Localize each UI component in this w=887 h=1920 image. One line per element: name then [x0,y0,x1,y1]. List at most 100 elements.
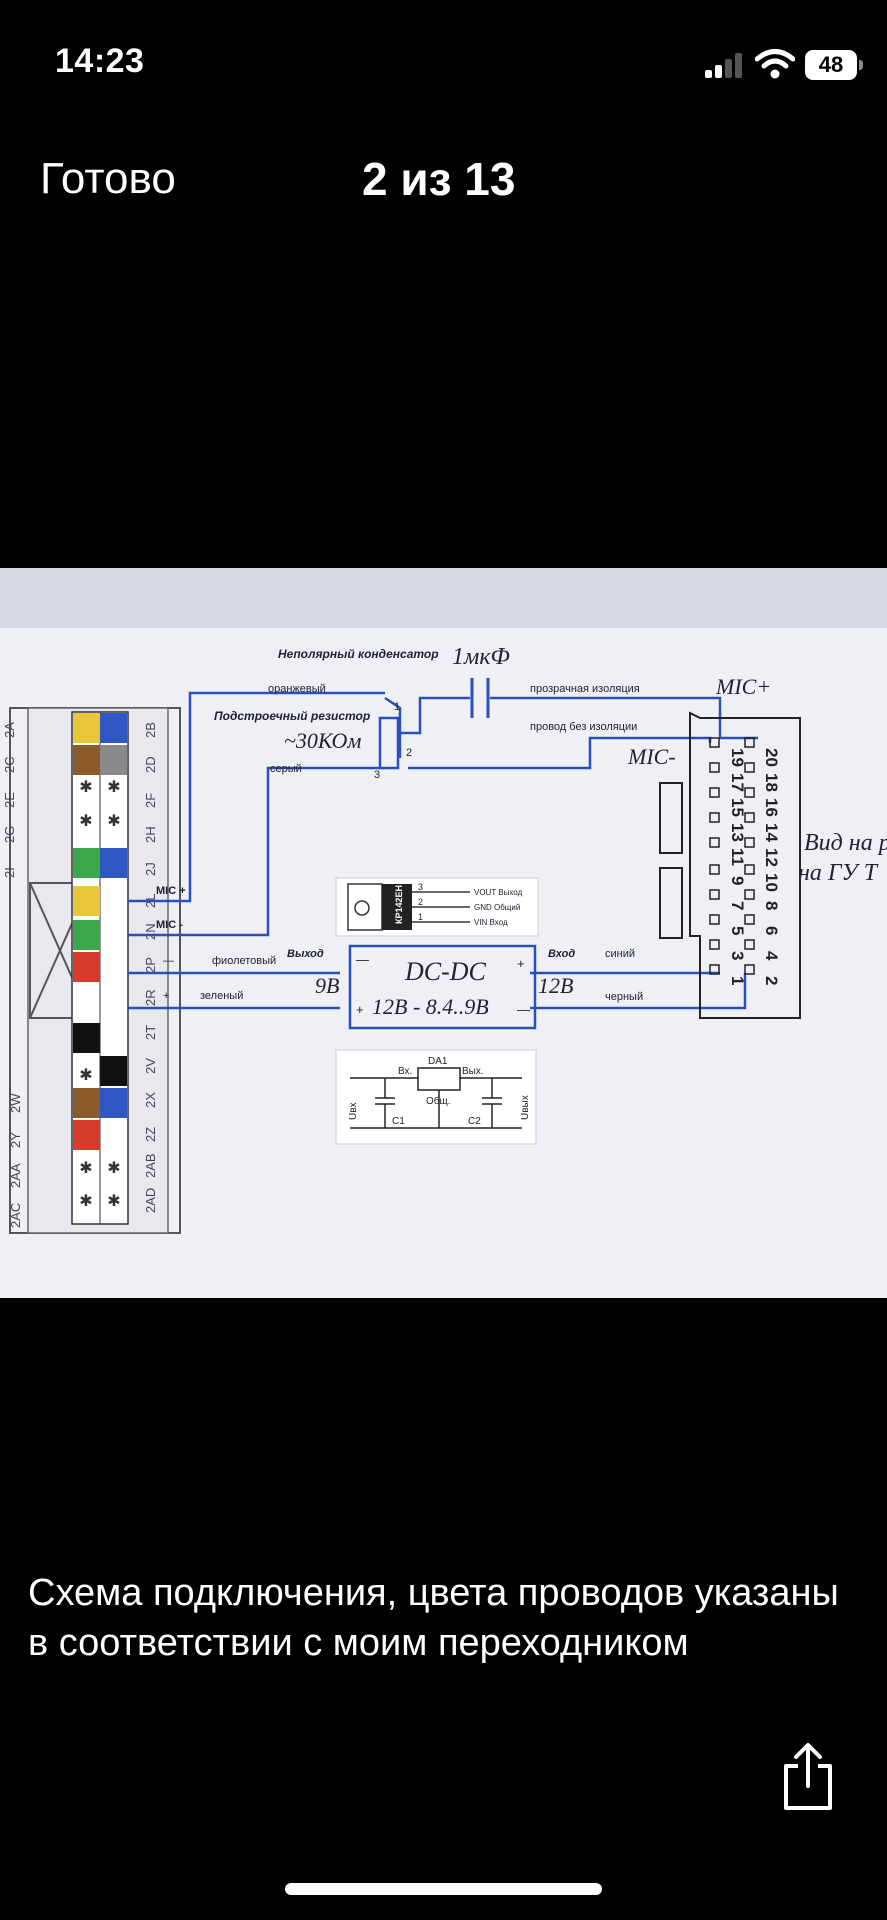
home-indicator[interactable] [285,1883,602,1895]
svg-text:✱: ✱ [107,1193,120,1210]
circuit-vx: Вх. [398,1066,412,1077]
green-wire-label: зеленый [200,990,243,1002]
svg-text:✱: ✱ [79,813,92,830]
left-pin-label: 2AA [8,1163,23,1188]
orange-wire-label: оранжевый [268,683,326,695]
transparent-insulation-label: прозрачная изоляция [530,683,640,695]
trimmer-title: Подстроечный резистор [214,709,370,723]
left-pin-label: 2AC [8,1203,23,1228]
pin-square [744,939,755,950]
trimmer-pin-3: 3 [374,769,380,781]
capacitor-value: 1мкФ [452,644,510,670]
left-pin-label: 2W [8,1093,23,1113]
wifi-icon [755,49,795,79]
pin-square [744,864,755,875]
circuit-obsch: Общ. [426,1095,451,1107]
pin-number: 17 [728,773,747,792]
blue-wire-label: синий [605,948,635,960]
dcdc-input-voltage: 12В [538,973,573,998]
right-pin-label: 2B [143,722,158,738]
plus-sign: + [163,990,169,1002]
pin-square [709,837,720,848]
trimmer-pin-1: 1 [394,701,400,713]
reg-pin-2: 2 [418,897,423,907]
right-pin-label: 2D [143,756,158,773]
right-pin-label: 2AB [143,1153,158,1178]
dcdc-plus-left: + [356,1002,364,1017]
mic-plus-handwritten: MIC+ [715,674,771,699]
trimmer-value: ~30КОм [284,728,361,753]
svg-text:✱: ✱ [107,813,120,830]
left-pin-label: 2G [2,826,17,843]
reg-vout: VOUT Выход [474,888,523,897]
grey-wire-label: серый [270,763,302,775]
left-pin-label: 2A [2,722,17,738]
pin-square [709,889,720,900]
regulator-circuit-inset: DA1 Вх. Вых. Общ. C1 C2 Uвх Uвых [335,1049,537,1145]
circuit-vyx: Вых. [462,1066,484,1077]
pin-square [744,812,755,823]
view-caption-1: Вид на р [804,830,887,856]
capacitor-symbol [470,678,490,718]
cellular-signal-icon [705,52,743,78]
pin-number: 2 [762,976,781,985]
svg-text:✱: ✱ [107,779,120,796]
reg-pin-1: 1 [418,912,423,922]
pin-number: 11 [728,848,747,866]
svg-text:✱: ✱ [79,1193,92,1210]
reg-vin: VIN Вход [474,918,508,927]
input-label: Вход [548,948,575,960]
trimmer-pin-2: 2 [406,747,412,759]
pin-number: 16 [762,798,781,817]
pin-number: 1 [728,976,747,985]
right-pin-label: 2J [143,862,158,876]
output-label: Выход [287,948,324,960]
share-icon[interactable] [778,1742,838,1812]
pin-number: 10 [762,873,781,892]
dcdc-plus-right: + [517,956,525,971]
photo-viewer-nav: Готово 2 из 13 [0,140,887,220]
reg-gnd: GND Общий [474,903,520,912]
regulator-part: КР142ЕН [394,885,404,924]
reg-pin-3: 3 [418,882,423,892]
pin-square [709,864,720,875]
pin-square [709,812,720,823]
pin-square [709,762,720,773]
pin-square [709,787,720,798]
circuit-da1: DA1 [428,1056,448,1067]
dcdc-converter: DC-DC 12В - 8.4..9В 9В 12В — + + — [315,944,573,1030]
wires [128,691,758,1010]
pin-square [744,889,755,900]
pin-square [709,737,720,748]
view-caption-2: на ГУ Т [798,860,879,886]
pin-square [744,762,755,773]
battery-icon: 48 [805,50,863,80]
minus-sign: — [163,955,174,967]
pin-square [744,964,755,975]
right-pin-label: 2T [143,1025,158,1040]
svg-text:✱: ✱ [107,1160,120,1177]
violet-wire-label: фиолетовый [212,955,276,967]
right-pin-label: 2AD [143,1188,158,1213]
mic-plus-label: MIC + [156,885,186,897]
status-bar: 14:23 48 [0,0,887,130]
pin-number: 20 [762,748,781,767]
dcdc-minus-left: — [356,952,369,967]
circuit-uout: Uвых [520,1095,531,1120]
circuit-uin: Uвх [348,1102,359,1120]
photo-counter: 2 из 13 [362,153,516,205]
capacitor-title: Неполярный конденсатор [278,647,439,661]
pin-square [709,964,720,975]
wiring-diagram-photo[interactable]: ✱✱ ✱✱ ✱ ✱✱ ✱✱ 2A 2C 2E 2G 2I 2W 2Y 2AA 2… [0,568,887,1298]
pin-number: 7 [728,901,747,910]
right-pin-label: 2P [143,957,158,973]
left-pin-label: 2Y [8,1132,23,1148]
pin-number: 15 [728,798,747,817]
pin-number: 13 [728,823,747,842]
pin-square [709,914,720,925]
done-button[interactable]: Готово [40,154,176,203]
pin-number: 4 [762,951,781,961]
pin-number: 12 [762,848,781,867]
pin-square [744,837,755,848]
bare-wire-label: провод без изоляции [530,721,637,733]
